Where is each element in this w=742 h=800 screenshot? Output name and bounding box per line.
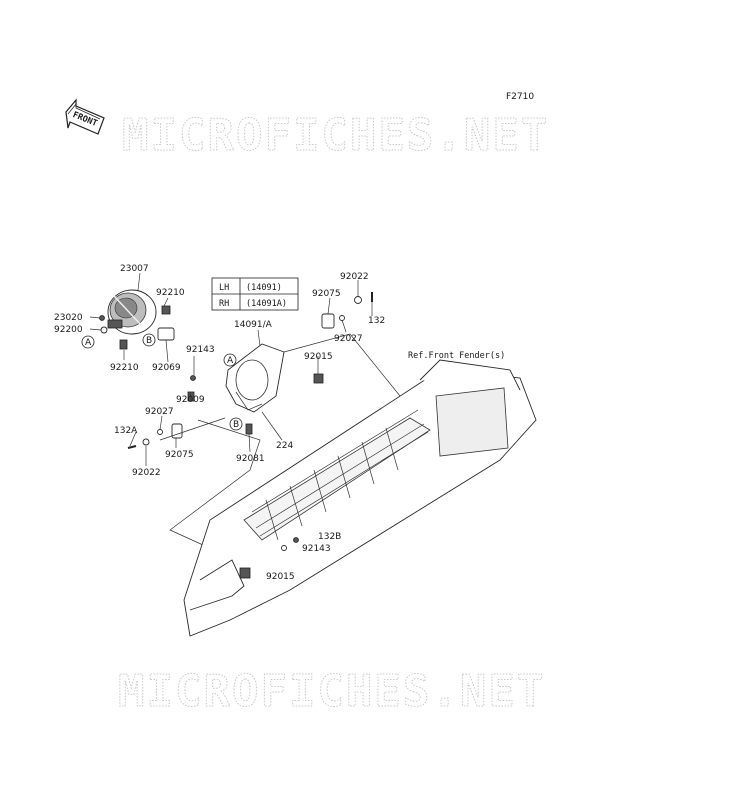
part-14091-a: 14091/A [234, 320, 273, 330]
part-92075-right: 92075 [312, 289, 341, 299]
headlight-bracket [187, 343, 324, 435]
figure-id: F2710 [506, 92, 534, 102]
part-92075-left: 92075 [165, 450, 194, 460]
table-side-lh: LH [219, 283, 229, 293]
svg-text:B: B [233, 420, 239, 430]
part-92081: 92081 [236, 454, 265, 464]
callout-a-bracket: A [223, 353, 237, 367]
svg-text:B: B [146, 336, 152, 346]
part-92027-left: 92027 [145, 407, 174, 417]
part-132: 132 [368, 316, 385, 326]
table-part-rh: (14091A) [246, 299, 287, 309]
callout-b-left: B [142, 333, 156, 347]
table-part-lh: (14091) [246, 283, 282, 293]
part-92210-top: 92210 [156, 288, 185, 298]
part-92210-bottom: 92210 [110, 363, 139, 373]
svg-text:A: A [227, 356, 234, 366]
part-132b: 132B [318, 532, 341, 542]
part-132a: 132A [114, 426, 138, 436]
table-side-rh: RH [219, 299, 229, 309]
right-mount-hardware [321, 292, 373, 329]
part-92015-bottom: 92015 [266, 572, 295, 582]
part-23020: 23020 [54, 313, 83, 323]
part-224: 224 [276, 441, 293, 451]
callout-b-bracket: B [229, 417, 243, 431]
part-92143-top: 92143 [186, 345, 215, 355]
part-92009: 92009 [176, 395, 205, 405]
part-92015-top: 92015 [304, 352, 333, 362]
ref-front-fender-label: Ref.Front Fender(s) [408, 351, 505, 361]
headlight-assembly [99, 289, 175, 350]
part-92143-bottom: 92143 [302, 544, 331, 554]
part-92022-left: 92022 [132, 468, 161, 478]
callout-a-left: A [81, 335, 95, 349]
part-92069: 92069 [152, 363, 181, 373]
part-92200: 92200 [54, 325, 83, 335]
watermark-bottom: MICROFICHES.NET [118, 666, 545, 717]
left-mount-hardware [127, 423, 183, 449]
side-table: LH (14091) RH (14091A) [211, 277, 299, 311]
svg-text:A: A [85, 338, 92, 348]
part-23007: 23007 [120, 264, 149, 274]
part-92022-right: 92022 [340, 272, 369, 282]
part-92027-right: 92027 [334, 334, 363, 344]
watermark-top: MICROFICHES.NET [122, 110, 549, 161]
front-grille-panel [183, 359, 537, 637]
front-arrow-icon: FRONT [65, 98, 105, 135]
